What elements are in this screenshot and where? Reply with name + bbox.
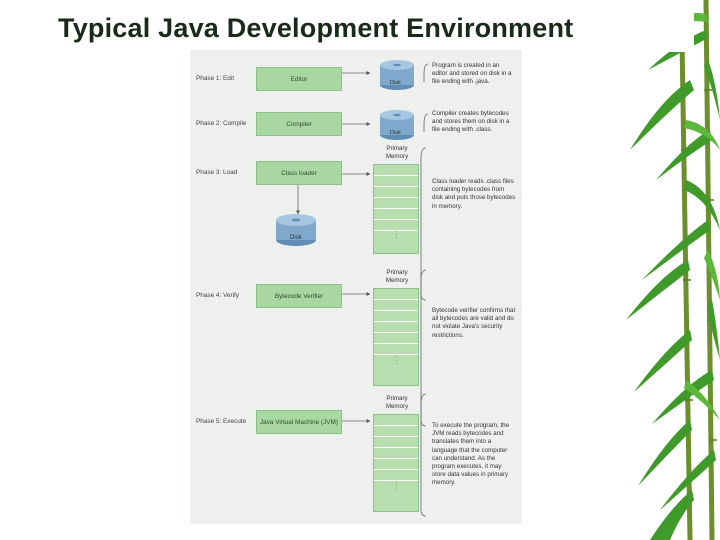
primary-memory-label: Primary Memory — [385, 269, 409, 284]
memory-ellipsis: . . . — [394, 230, 400, 239]
phase-note-verify: Bytecode verifier confirms that all byte… — [432, 307, 516, 339]
phase-label-execute: Phase 5: Execute — [196, 418, 247, 425]
primary-memory-label: Primary Memory — [385, 145, 409, 160]
primary-memory-block — [373, 414, 419, 512]
disk-icon — [276, 214, 316, 246]
phase-note-compile: Compiler creates bytecodes and stores th… — [432, 110, 510, 134]
title-bar — [52, 8, 694, 52]
disk-label: Disk — [390, 130, 401, 136]
phase-label-verify: Phase 4: Verify — [196, 292, 239, 299]
class-loader-box: Class loader — [256, 161, 342, 185]
diagram-arrows — [276, 60, 429, 517]
phase-label-load: Phase 3: Load — [196, 169, 238, 176]
primary-memory-block — [373, 288, 419, 386]
disk-icon — [380, 60, 414, 90]
disk-icon — [380, 110, 414, 140]
disk-label: Disk — [390, 80, 401, 86]
slide-title: Typical Java Development Environment — [58, 13, 574, 43]
bytecode-verifier-box: Bytecode Verifier — [256, 284, 342, 308]
phase-note-load: Class loader reads .class files containi… — [432, 178, 516, 210]
editor-box: Editor — [256, 67, 342, 91]
bamboo-decoration — [626, 0, 720, 540]
compiler-box: Compiler — [256, 112, 342, 136]
phase-label-edit: Phase 1: Edit — [196, 75, 235, 82]
memory-ellipsis: . . . — [394, 356, 400, 365]
java-environment-diagram: Disk Disk Disk Phase 1: Edit Editor Prog… — [190, 50, 522, 524]
disk-label: Disk — [290, 235, 302, 241]
phase-note-edit: Program is created in an editor and stor… — [432, 62, 512, 86]
memory-ellipsis: . . . — [394, 482, 400, 491]
phase-label-compile: Phase 2: Compile — [196, 120, 247, 127]
primary-memory-block — [373, 164, 419, 254]
phase-note-execute: To execute the program, the JVM reads by… — [432, 422, 510, 487]
jvm-box: Java Virtual Machine (JVM) — [256, 410, 342, 434]
primary-memory-label: Primary Memory — [385, 395, 409, 410]
